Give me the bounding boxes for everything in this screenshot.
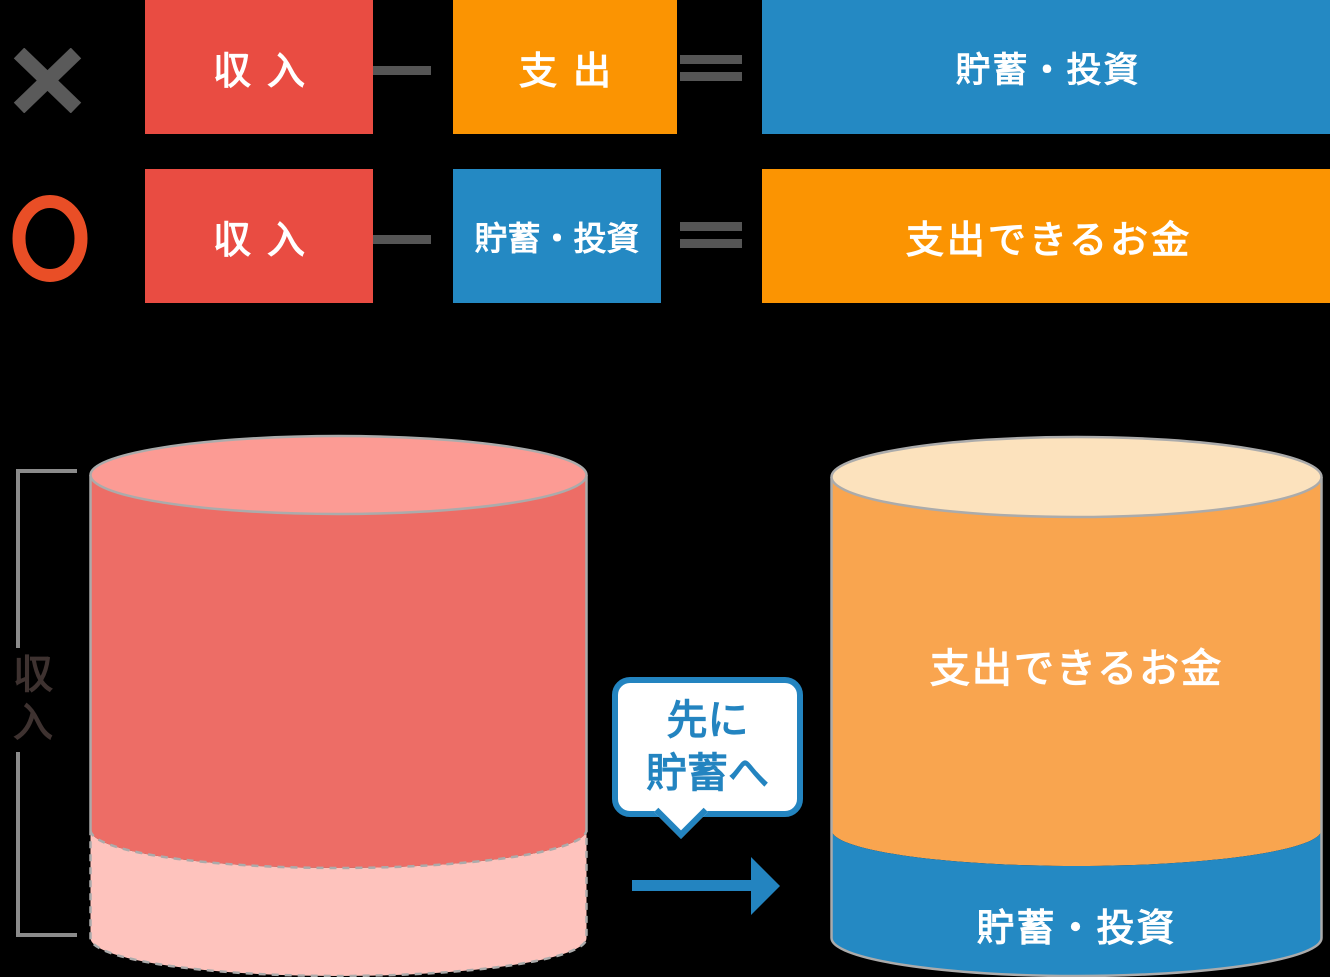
result-cylinder [830,435,1323,977]
circle-icon [12,195,88,282]
equals-bar-top [680,55,742,64]
income-bracket-label: 収入 [7,653,51,749]
income-box-label: 収入 [212,50,321,93]
minus-icon [373,235,431,244]
spendable-box-row2: 支出できるお金 [762,169,1330,303]
savings-box-row1: 貯蓄・投資 [762,0,1330,134]
savings-band-label: 貯蓄・投資 [976,908,1177,950]
savings-box-label: 貯蓄・投資 [474,220,640,257]
minus-icon [373,66,431,75]
expense-box-label: 支出 [518,50,627,93]
bracket-bottom-cap [16,933,77,937]
bracket-vertical-upper [16,469,20,648]
spendable-money-label: 支出できるお金 [929,647,1224,691]
callout-bubble: 先に 貯蓄へ [612,677,803,839]
equals-bar-bottom [680,239,742,248]
arrow-head [751,857,780,915]
cross-icon [13,48,82,113]
callout-text-line2: 貯蓄へ [646,750,769,796]
spendable-box-label: 支出できるお金 [905,219,1193,262]
income-box-row1: 収入 [145,0,373,134]
equals-bar-top [680,222,742,231]
equals-icon [680,222,742,248]
equals-icon [680,55,742,81]
bracket-vertical-lower [16,752,20,937]
income-box-row2: 収入 [145,169,373,303]
result-cylinder-bottom-edge [830,937,1323,977]
savings-box-row2: 貯蓄・投資 [453,169,661,303]
arrow-shaft [632,880,752,891]
savings-box-label: 貯蓄・投資 [955,50,1141,90]
callout-text-line1: 先に [666,697,749,743]
bracket-top-cap [16,469,77,473]
income-cylinder-top [89,434,588,516]
result-cylinder-savings-band [831,830,1322,976]
result-cylinder-body [831,477,1322,866]
income-cylinder-body [90,475,587,868]
income-box-label: 収入 [212,219,321,262]
equals-bar-bottom [680,72,742,81]
income-cylinder [89,434,588,977]
expense-box-row1: 支出 [453,0,677,134]
income-cylinder-leftover-section [89,829,588,977]
result-cylinder-top [830,435,1323,519]
